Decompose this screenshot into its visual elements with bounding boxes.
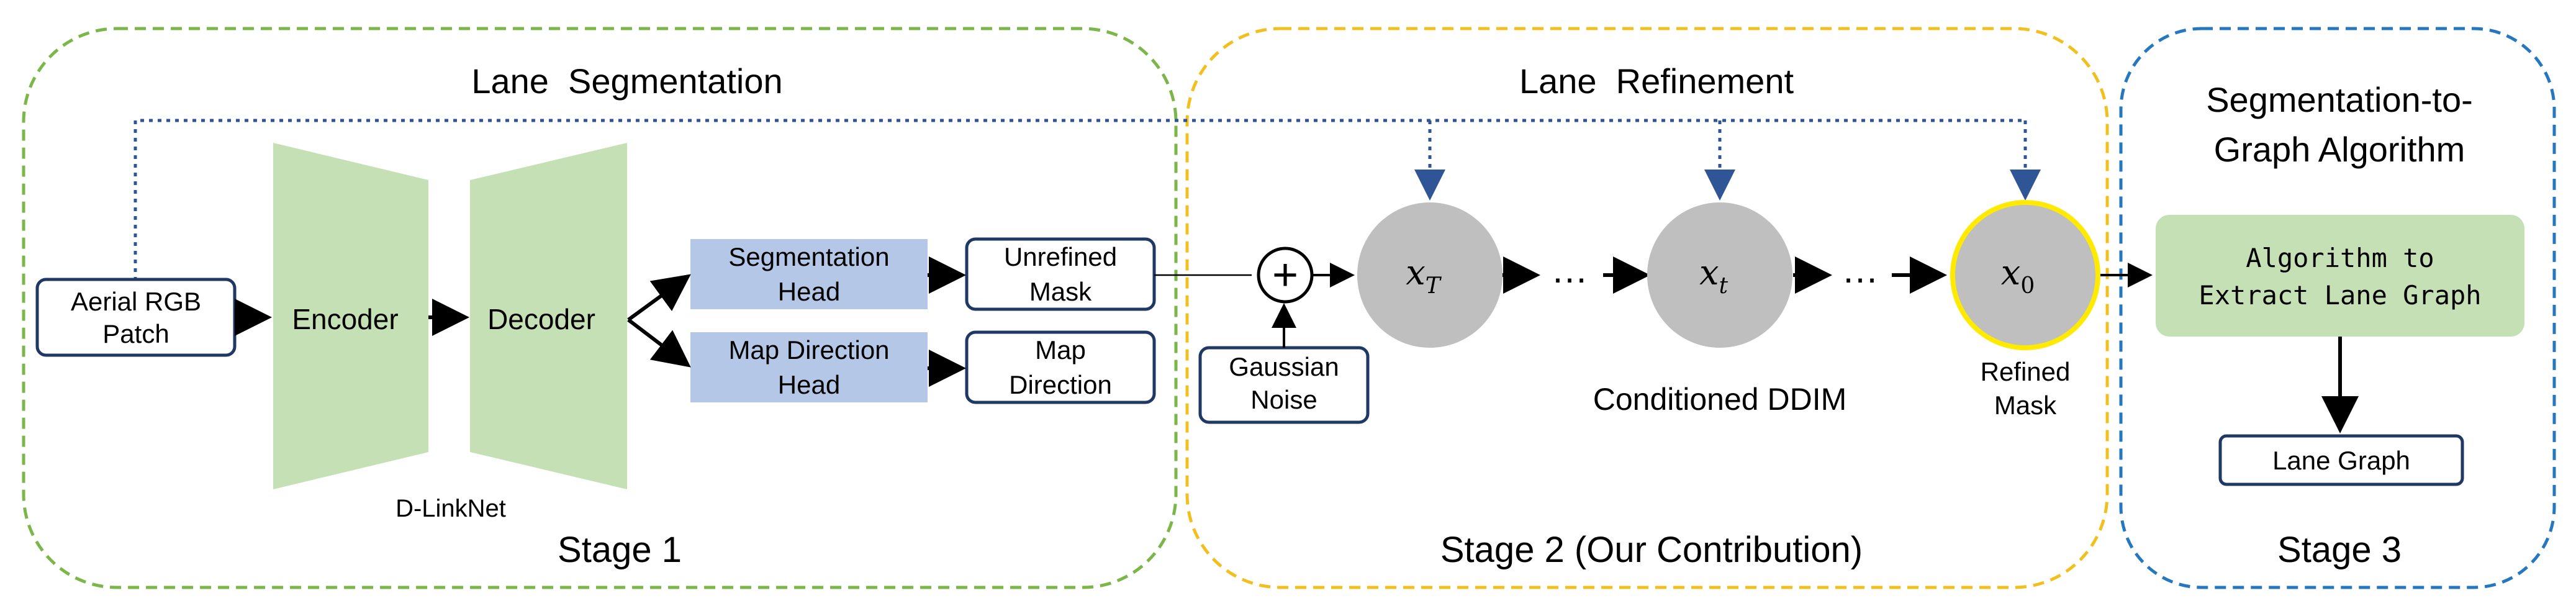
aerial-rgb-patch-label-line2: Patch (102, 319, 169, 348)
map-direction-head-label-line1: Map Direction (728, 335, 889, 365)
x-t-label: xt (1699, 253, 1729, 299)
lane-graph-box (2218, 434, 2464, 486)
x-T-node (1357, 202, 1503, 348)
refined-mask-label-line1: Refined (1981, 357, 2071, 386)
conditioned-ddim-label: Conditioned DDIM (1593, 382, 1847, 417)
map-direction-box (965, 330, 1156, 404)
map-direction-label-line1: Map (1035, 335, 1086, 365)
stage2-container (1185, 27, 2109, 589)
stage1-footer: Stage 1 (558, 530, 682, 570)
segmentation-head-label-line1: Segmentation (728, 242, 889, 271)
map-direction-label-line2: Direction (1009, 370, 1112, 399)
stage2-title: Lane Refinement (1519, 61, 1794, 101)
sum-symbol: + (1272, 250, 1298, 300)
stage1-container (22, 27, 1178, 589)
stage1-title: Lane Segmentation (471, 61, 782, 101)
unrefined-mask-label-line2: Mask (1029, 277, 1092, 306)
refined-mask-label-line2: Mask (1994, 391, 2057, 420)
segmentation-head-label-line2: Head (778, 277, 840, 306)
x-t-node (1647, 202, 1792, 348)
map-direction-head-box (690, 332, 928, 402)
algorithm-label-line2: Extract Lane Graph (2199, 280, 2481, 310)
x-0-node (1950, 200, 2100, 350)
stage3-title-line1: Segmentation-to- (2206, 80, 2473, 119)
d-linknet-label: D-LinkNet (395, 495, 506, 522)
map-direction-head-label-line2: Head (778, 370, 840, 399)
stage1-arrows (235, 256, 966, 387)
gaussian-noise-label-line1: Gaussian (1229, 352, 1339, 381)
stage3-container (2119, 27, 2556, 589)
aerial-rgb-patch-label-line1: Aerial RGB (71, 287, 201, 316)
decoder-label: Decoder (487, 303, 595, 335)
x-T-label: xT (1406, 253, 1442, 299)
encoder-label: Encoder (292, 303, 398, 335)
x-0-label: x0 (2001, 253, 2035, 299)
decoder-block (470, 143, 627, 489)
conditioning-dotted-line (133, 119, 2041, 281)
stage2-footer: Stage 2 (Our Contribution) (1440, 530, 1863, 570)
encoder-block (273, 143, 428, 489)
algorithm-label-line1: Algorithm to (2246, 243, 2434, 273)
ellipsis-2: … (1842, 249, 1879, 291)
unrefined-mask-label-line1: Unrefined (1004, 242, 1117, 271)
segmentation-head-box (690, 239, 928, 309)
algorithm-box (2156, 215, 2524, 337)
gaussian-noise-label-line2: Noise (1250, 385, 1317, 414)
ellipsis-1: … (1551, 249, 1588, 291)
lane-graph-label: Lane Graph (2272, 446, 2410, 475)
stage3-footer: Stage 3 (2277, 530, 2402, 570)
stage3-title-line2: Graph Algorithm (2214, 130, 2465, 169)
stage2-arrows (1272, 256, 2153, 348)
unrefined-mask-box (965, 237, 1156, 311)
